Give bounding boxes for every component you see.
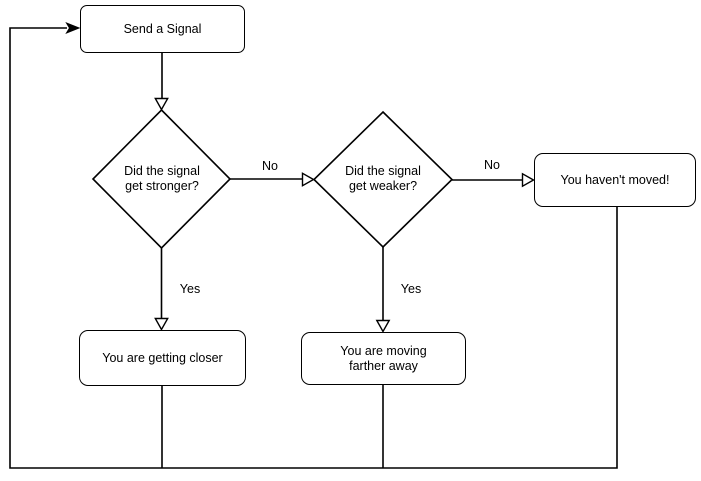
node-send-a-signal: Send a Signal (80, 5, 245, 53)
node-you-are-getting-closer-label: You are getting closer (102, 350, 223, 365)
edge-feedback-loop (9, 27, 618, 469)
decision-signal-stronger-label: Did the signal get stronger? (124, 164, 200, 193)
node-you-are-getting-closer: You are getting closer (79, 330, 246, 386)
decision-signal-stronger-shape (91, 108, 232, 250)
edge-label-weaker-yes: Yes (398, 282, 424, 296)
node-you-are-moving-farther-away: You are moving farther away (301, 332, 466, 385)
decision-signal-stronger-label-box: Did the signal get stronger? (116, 151, 208, 207)
edge-label-weaker-no: No (482, 158, 502, 172)
arrowhead-into-send-signal (65, 21, 81, 35)
node-you-havent-moved: You haven't moved! (534, 153, 696, 207)
arrowhead-into-stronger (154, 97, 169, 111)
edge-label-stronger-yes: Yes (177, 282, 203, 296)
decision-signal-weaker-label: Did the signal get weaker? (345, 164, 421, 193)
arrowhead-into-havent-moved (521, 172, 535, 188)
node-you-are-moving-farther-away-label: You are moving farther away (340, 343, 427, 373)
arrowhead-into-farther-away (375, 319, 391, 333)
decision-signal-weaker-label-box: Did the signal get weaker? (337, 151, 429, 207)
arrowhead-into-weaker (301, 172, 315, 187)
node-you-havent-moved-label: You haven't moved! (560, 172, 670, 187)
arrowhead-into-getting-closer (154, 317, 169, 331)
decision-signal-weaker-shape (312, 110, 454, 249)
edge-label-stronger-no: No (260, 159, 280, 173)
node-send-a-signal-label: Send a Signal (123, 21, 202, 36)
